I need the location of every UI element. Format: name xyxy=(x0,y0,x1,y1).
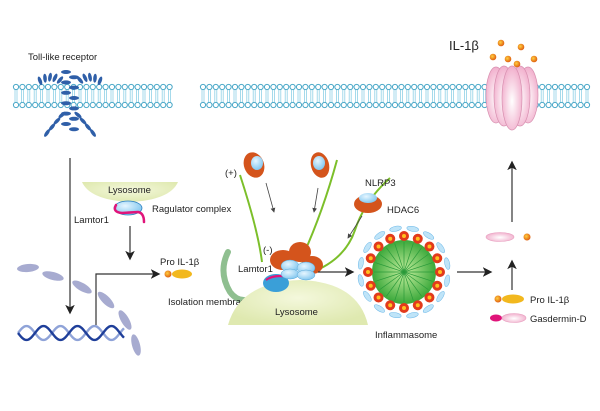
label-lamtor1-left: Lamtor1 xyxy=(74,215,109,226)
label-gasdermin-d: Gasdermin-D xyxy=(530,314,587,325)
lysosome-center-icon xyxy=(228,280,368,325)
label-lamtor1-center: Lamtor1 xyxy=(238,264,273,275)
dna-helix-icon xyxy=(17,324,125,342)
ragulator-complex-icon xyxy=(113,200,146,224)
label-lysosome-top: Lysosome xyxy=(108,185,151,196)
label-il1b: IL-1β xyxy=(449,38,479,53)
label-ragulator-complex: Ragulator complex xyxy=(152,204,231,215)
gasdermin-d-icon xyxy=(490,313,527,323)
cleaved-gasdermin-icon xyxy=(485,232,515,242)
motor-protein-plus-icon xyxy=(243,152,265,178)
gasdermin-pore-icon xyxy=(485,65,539,131)
label-inflammasome: Inflammasome xyxy=(375,330,437,341)
isolation-membrane-icon xyxy=(220,249,247,303)
cell-membrane-left xyxy=(12,83,173,109)
pro-il1b-icon xyxy=(164,269,192,279)
label-plus: (+) xyxy=(225,168,237,179)
microtubule-left xyxy=(239,174,263,263)
mature-il1b-icon xyxy=(523,233,531,241)
label-nlrp3: NLRP3 xyxy=(365,178,396,189)
pro-il1b-right-icon xyxy=(494,294,524,304)
arrow-motor-center xyxy=(312,187,319,213)
label-lysosome-center: Lysosome xyxy=(275,307,318,318)
arrow-nlrp3 xyxy=(347,215,363,239)
label-minus: (-) xyxy=(263,245,273,256)
arrow-transcription xyxy=(95,269,161,325)
inflammasome-icon xyxy=(357,225,451,319)
arrow-motor-left xyxy=(265,182,276,213)
central-complex-icon xyxy=(263,242,323,292)
label-hdac6: HDAC6 xyxy=(387,205,419,216)
label-toll-like-receptor: Toll-like receptor xyxy=(28,52,97,63)
label-pro-il1b-center: Pro IL-1β xyxy=(160,257,200,268)
label-pro-il1b-right: Pro IL-1β xyxy=(530,295,570,306)
il1b-secreted-icon xyxy=(489,39,538,68)
toll-like-receptor-icon xyxy=(37,70,103,137)
lysosome-top-icon xyxy=(82,182,178,202)
microtubule-right xyxy=(309,177,391,274)
motor-protein-top-icon xyxy=(310,152,330,178)
label-isolation-membrane: Isolation membrane xyxy=(168,297,251,308)
nlrp3-hdac6-icon xyxy=(354,193,382,213)
chromatin-beads-icon xyxy=(17,263,141,356)
